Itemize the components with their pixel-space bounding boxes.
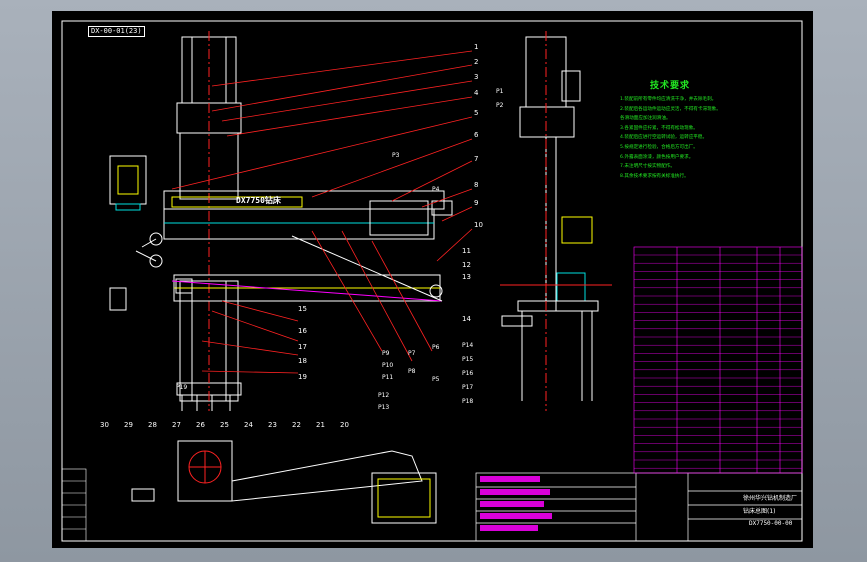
part-number: 9 xyxy=(474,199,478,207)
part-number: 16 xyxy=(298,327,307,335)
part-label: P8 xyxy=(408,368,416,375)
part-number: 8 xyxy=(474,181,478,189)
part-label: P9 xyxy=(382,350,390,357)
part-label: P6 xyxy=(432,344,440,351)
upper-arm xyxy=(135,190,453,268)
part-label: P1 xyxy=(496,88,504,95)
title-block-fill xyxy=(480,476,552,531)
part-numbers-right-column: 1 2 3 4 5 6 7 8 9 10 xyxy=(474,43,483,229)
part-number: 24 xyxy=(244,421,253,429)
cable-line xyxy=(291,235,443,302)
part-label: P5 xyxy=(432,376,440,383)
part-number: 28 xyxy=(148,421,157,429)
tech-requirements-list: 1.装配前所有零件均应清洗干净，并去除毛刺。 2.装配后各运动件运动应灵活，不得… xyxy=(620,95,792,181)
part-number: 2 xyxy=(474,58,478,66)
drawing-code-box: DX-00-01(23) xyxy=(88,26,145,37)
part-label: P16 xyxy=(462,370,473,377)
part-number: 27 xyxy=(172,421,181,429)
lower-arm-diagonal xyxy=(171,280,443,302)
part-number: 29 xyxy=(124,421,133,429)
part-number: 4 xyxy=(474,89,479,97)
part-label: P17 xyxy=(462,384,473,391)
part-numbers-bottom-row: 30 29 28 27 26 25 24 23 22 21 20 xyxy=(100,421,349,429)
part-label: P12 xyxy=(378,392,389,399)
part-number: 12 xyxy=(462,261,471,269)
tech-note: 1.装配前所有零件均应清洗干净，并去除毛刺。 xyxy=(620,97,717,102)
drawing-name: 钻床总图(1) xyxy=(743,508,776,515)
revision-table xyxy=(61,468,87,542)
parts-list-rows xyxy=(634,254,802,469)
part-number: 10 xyxy=(474,221,483,229)
tech-note: 3.各紧固件应拧紧，不得有松动现象。 xyxy=(620,125,698,131)
part-number: 19 xyxy=(298,373,307,381)
tech-note: 4.装配后应进行空运转试验，运转应平稳。 xyxy=(620,135,708,141)
part-number: 18 xyxy=(298,357,307,365)
part-label: P19 xyxy=(176,384,187,391)
part-number: 25 xyxy=(220,421,229,429)
detail-section-a xyxy=(109,155,147,311)
tech-note: 6.外露表面涂漆，颜色按用户要求。 xyxy=(620,154,694,160)
part-number: 11 xyxy=(462,247,471,255)
lower-arm xyxy=(173,274,443,302)
tech-note: 5.按规定进行检验，合格后方可出厂。 xyxy=(620,144,698,150)
part-number: 30 xyxy=(100,421,109,429)
tech-note: 2.装配后各运动件运动应灵活，不得有卡滞现象。 xyxy=(620,106,721,112)
part-number: 15 xyxy=(298,305,307,313)
part-number: 6 xyxy=(474,131,479,139)
model-label: DX7750钻床 xyxy=(236,196,281,205)
tech-note: 7.未注明尺寸按实物配作。 xyxy=(620,164,675,170)
part-label: P11 xyxy=(382,374,393,381)
upper-arm-rail xyxy=(171,196,303,208)
part-number: 17 xyxy=(298,343,307,351)
part-label: P2 xyxy=(496,102,504,109)
tech-requirements-title: 技术要求 xyxy=(650,81,691,91)
part-label: P3 xyxy=(392,152,400,159)
part-number: 3 xyxy=(474,73,478,81)
bottom-view xyxy=(131,440,437,524)
part-label: P18 xyxy=(462,398,473,405)
part-label: P14 xyxy=(462,342,473,349)
part-number: 14 xyxy=(462,315,471,323)
parts-list xyxy=(633,246,803,474)
part-number: 22 xyxy=(292,421,301,429)
part-number: 13 xyxy=(462,273,471,281)
company-name: 徐州华兴钻机制造厂 xyxy=(743,495,798,502)
part-number: 5 xyxy=(474,109,478,117)
leader-lines xyxy=(171,50,473,374)
drawing-number: DX7750-00-00 xyxy=(749,520,793,527)
part-number: 1 xyxy=(474,43,478,51)
part-label: P15 xyxy=(462,356,473,363)
part-label: P10 xyxy=(382,362,393,369)
part-label: P7 xyxy=(408,350,416,357)
part-numbers-side: 11 12 13 14 15 16 17 18 19 xyxy=(298,247,471,381)
tech-note: 8.其余技术要求按有关标准执行。 xyxy=(620,173,689,179)
part-label: P13 xyxy=(378,404,389,411)
part-number: 23 xyxy=(268,421,277,429)
part-number: 26 xyxy=(196,421,205,429)
part-number: 20 xyxy=(340,421,349,429)
tech-note: 各滑动面应加注润滑油。 xyxy=(620,116,671,122)
part-number: 7 xyxy=(474,155,478,163)
part-number: 21 xyxy=(316,421,325,429)
part-label: P4 xyxy=(432,186,440,193)
side-view xyxy=(501,36,599,401)
